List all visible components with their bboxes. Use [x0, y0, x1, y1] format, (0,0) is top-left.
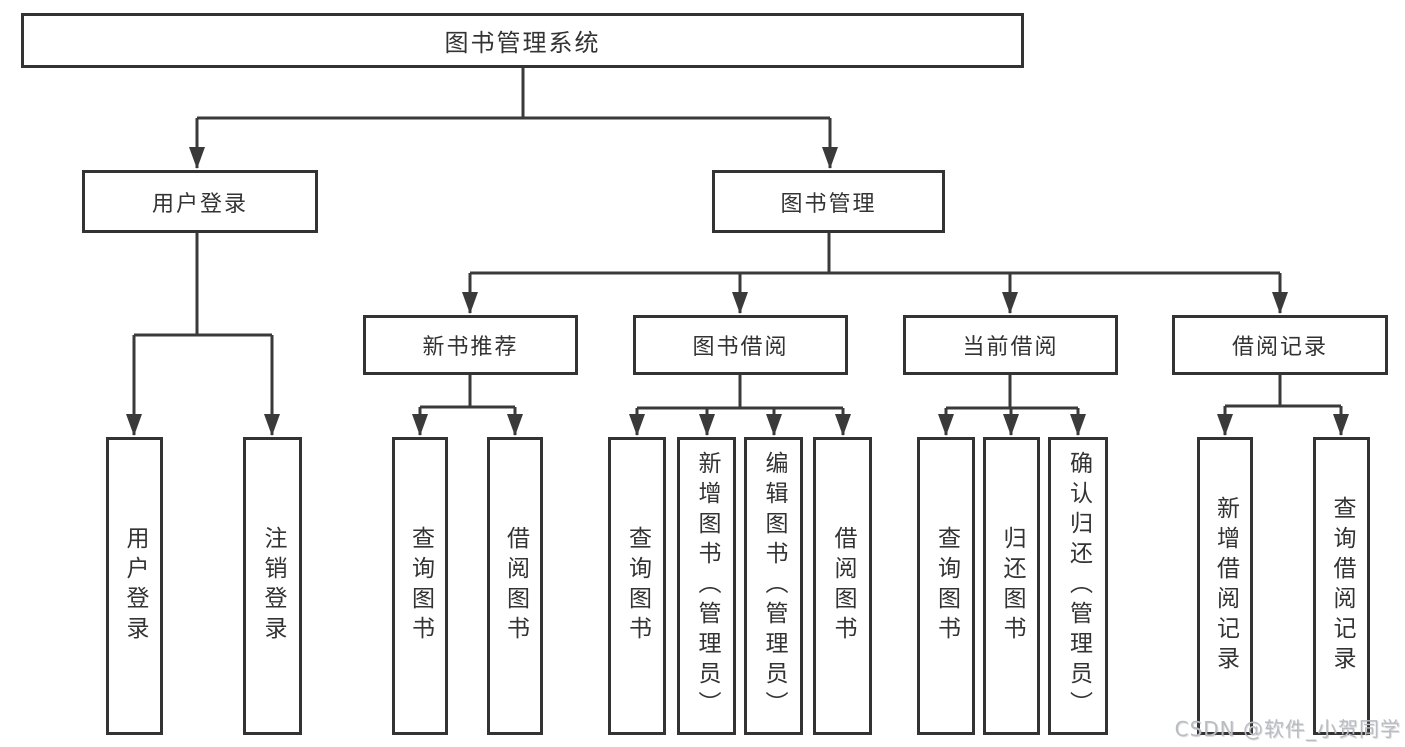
node-library-management-system: 图书管理系统 — [21, 13, 1024, 68]
node-leaf-confirm-return-admin: 确认归还（管理员） — [1048, 437, 1108, 735]
node-leaf-add-borrow-record: 新增借阅记录 — [1197, 437, 1253, 735]
node-new-book-recommend: 新书推荐 — [363, 315, 578, 375]
node-current-borrowing: 当前借阅 — [903, 315, 1118, 375]
node-leaf-query-books-borrow: 查询图书 — [608, 437, 666, 735]
node-leaf-user-login: 用户登录 — [106, 437, 163, 735]
node-leaf-query-books-current: 查询图书 — [917, 437, 975, 735]
node-leaf-logout: 注销登录 — [243, 437, 302, 735]
node-leaf-query-borrow-record: 查询借阅记录 — [1313, 437, 1370, 735]
node-book-management-branch: 图书管理 — [712, 170, 945, 233]
node-leaf-borrow-books: 借阅图书 — [813, 437, 872, 735]
node-leaf-add-book-admin: 新增图书（管理员） — [677, 437, 736, 735]
csdn-watermark: CSDN @软件_小贺同学 — [1174, 717, 1401, 741]
node-user-login-branch: 用户登录 — [82, 170, 318, 233]
node-book-borrowing: 图书借阅 — [633, 315, 848, 375]
node-borrowing-records: 借阅记录 — [1172, 315, 1388, 375]
node-leaf-edit-book-admin: 编辑图书（管理员） — [744, 437, 803, 735]
node-leaf-return-books: 归还图书 — [983, 437, 1040, 735]
node-leaf-borrow-books-recommend: 借阅图书 — [487, 437, 543, 735]
node-leaf-query-books-recommend: 查询图书 — [392, 437, 448, 735]
